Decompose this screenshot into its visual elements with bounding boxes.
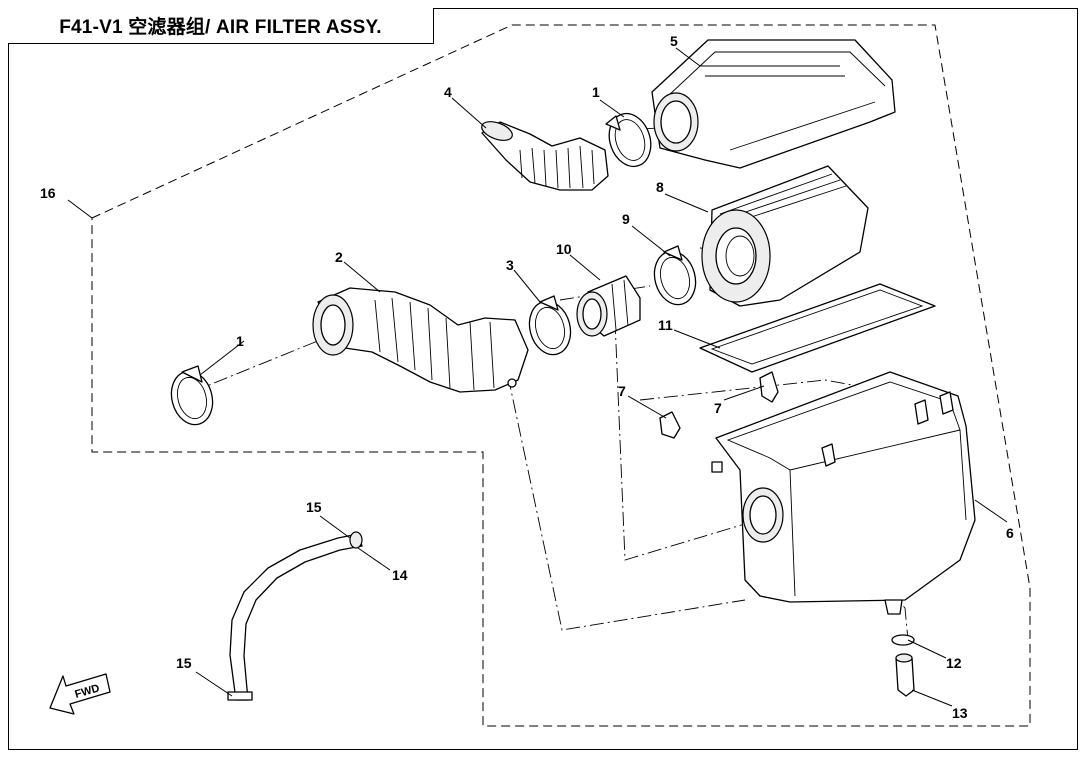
title-box: F41-V1 空滤器组/ AIR FILTER ASSY. — [8, 8, 434, 44]
gasket — [699, 283, 936, 373]
diagram-title: F41-V1 空滤器组/ AIR FILTER ASSY. — [59, 17, 382, 38]
air-box-cover — [651, 39, 896, 169]
leader-lines — [67, 47, 1008, 707]
intake-hose — [312, 287, 529, 393]
callout-1-left: 1 — [236, 333, 244, 349]
retaining-clip-left — [659, 411, 681, 439]
callout-15-top: 15 — [306, 499, 322, 515]
callout-11: 11 — [658, 317, 673, 333]
hose-clamp-left — [170, 365, 214, 426]
retaining-clip-right — [759, 371, 779, 403]
callout-13: 13 — [952, 705, 968, 721]
breather-tube — [227, 531, 363, 701]
hose-clamp-top — [605, 112, 652, 168]
callout-9: 9 — [622, 211, 630, 227]
drain-plug — [895, 653, 915, 697]
callout-16: 16 — [40, 185, 56, 201]
callout-1-top: 1 — [592, 84, 600, 100]
filter-element — [701, 165, 869, 307]
callout-14: 14 — [392, 567, 408, 583]
callout-7-left: 7 — [618, 383, 626, 399]
callout-12: 12 — [946, 655, 962, 671]
callout-2: 2 — [335, 249, 343, 265]
callout-5: 5 — [670, 33, 678, 49]
callout-7-right: 7 — [714, 400, 722, 416]
callout-numbers: 16 1 2 3 4 1 5 8 9 10 11 7 7 6 12 13 14 … — [40, 33, 1014, 721]
diagram-frame — [8, 8, 1078, 750]
callout-10: 10 — [556, 241, 572, 257]
fwd-direction-arrow: FWD — [49, 673, 111, 715]
inlet-duct — [481, 121, 609, 191]
callout-15-bottom: 15 — [176, 655, 192, 671]
hose-clamp-9 — [653, 245, 697, 306]
air-box-housing — [711, 371, 976, 615]
callout-3: 3 — [506, 257, 514, 273]
callout-8: 8 — [656, 179, 664, 195]
small-clamp — [891, 634, 915, 646]
connector-sleeve — [576, 275, 641, 337]
hose-clamp-3 — [528, 295, 572, 356]
assembly-boundary — [91, 24, 1031, 727]
callout-6: 6 — [1006, 525, 1014, 541]
callout-4: 4 — [444, 84, 452, 100]
